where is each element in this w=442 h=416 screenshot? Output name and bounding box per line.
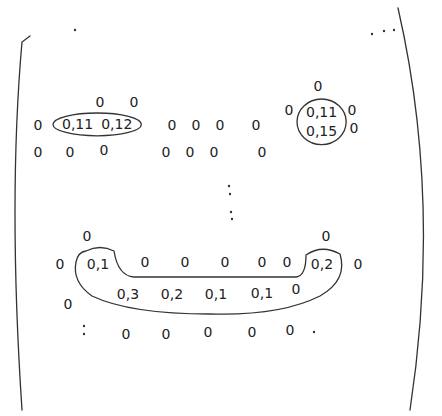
dot [383, 30, 385, 32]
outline [60, 238, 360, 328]
cell-value: 0 [34, 145, 43, 159]
frame-left [15, 36, 30, 410]
dot [313, 331, 315, 333]
cell-value: 0,3 [117, 287, 139, 301]
cell-value: 0 [285, 103, 294, 117]
cell-value: 0 [286, 323, 295, 337]
cell-value: 0 [192, 118, 201, 132]
cell-value: 0 [258, 255, 267, 269]
circle-outline [297, 99, 346, 145]
cell-value: 0 [122, 327, 131, 341]
cell-value: 0 [204, 325, 213, 339]
cell-value: 0 [141, 255, 150, 269]
cell-value: 0 [96, 95, 105, 109]
cell-value: 0 [348, 103, 357, 117]
dot [83, 325, 85, 327]
cell-value: 0 [168, 118, 177, 132]
cell-value: 0 [221, 255, 230, 269]
cell-value: 0 [162, 327, 171, 341]
cell-value: 0 [350, 121, 359, 135]
dot [231, 218, 233, 220]
cell-value: 0,1 [251, 286, 273, 300]
cell-value: 0 [100, 143, 109, 157]
cell-value: 0 [216, 118, 225, 132]
cell-value: 0 [292, 282, 301, 296]
band-outline [75, 248, 341, 315]
cell-value: 0 [354, 257, 363, 271]
cell-value: 0,2 [311, 257, 333, 271]
cell-value: 0 [64, 297, 73, 311]
cell-value: 0 [283, 255, 292, 269]
cell-value: 0 [83, 229, 92, 243]
dot [228, 185, 230, 187]
cell-value: 0 [34, 118, 43, 132]
cell-value: 0 [210, 145, 219, 159]
cell-value: 0,12 [101, 116, 132, 133]
frame-right [398, 8, 423, 410]
cell-value: 0,11 [306, 104, 337, 121]
dot [230, 211, 232, 213]
dot [74, 29, 76, 31]
circle-outline [53, 113, 141, 136]
cell-value: 0 [162, 145, 171, 159]
cell-value: 0 [322, 229, 331, 243]
cell-value: 0,15 [306, 123, 337, 140]
cell-value: 0,11 [62, 116, 93, 133]
dot [393, 29, 395, 31]
cell-value: 0 [186, 145, 195, 159]
cell-value: 0,1 [87, 257, 109, 271]
cell-value: 0,2 [161, 287, 183, 301]
circled-group: 0,11 0,12 [52, 112, 142, 137]
dot [229, 193, 231, 195]
cell-value: 0 [258, 145, 267, 159]
cell-value: 0,1 [205, 287, 227, 301]
cell-value: 0 [66, 145, 75, 159]
dot [371, 33, 373, 35]
dot [83, 333, 85, 335]
smile-band: 0,1 0,2 0,3 0,2 0,1 0,1 0 [60, 238, 360, 328]
circled-group: 0,11 0,15 [296, 98, 347, 146]
cell-value: 0 [56, 257, 65, 271]
cell-value: 0 [248, 325, 257, 339]
cell-value: 0 [252, 118, 261, 132]
cell-value: 0 [130, 95, 139, 109]
cell-value: 0 [181, 255, 190, 269]
cell-value: 0 [314, 79, 323, 93]
